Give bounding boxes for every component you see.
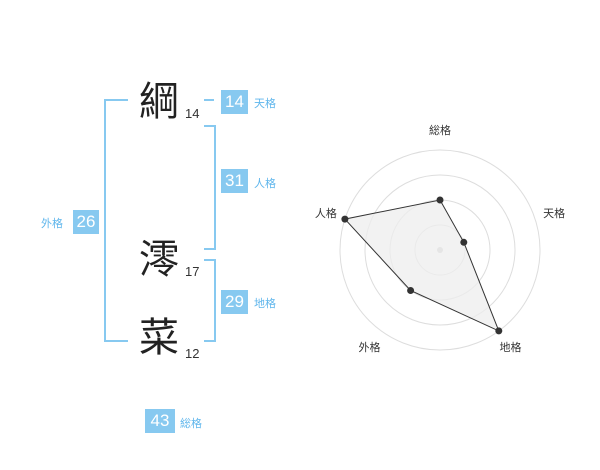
radar-point-4 bbox=[407, 287, 415, 294]
chikaku-label: 地格 bbox=[254, 297, 276, 310]
radar-axis-label: 天格 bbox=[543, 206, 565, 220]
radar-grid-ring bbox=[364, 174, 516, 326]
tenkaku-value: 14 bbox=[221, 90, 248, 114]
chikaku-value: 29 bbox=[221, 290, 248, 314]
name-char-2: 澪 bbox=[139, 237, 179, 283]
jinkaku-value: 31 bbox=[221, 169, 248, 193]
name-char-3: 菜 bbox=[139, 315, 179, 361]
gaikaku-label: 外格 bbox=[41, 217, 63, 230]
radar-point-5 bbox=[341, 215, 349, 223]
name-char-1-strokes: 14 bbox=[185, 106, 200, 121]
gaikaku-bracket bbox=[104, 99, 128, 342]
radar-point-1 bbox=[436, 196, 444, 204]
radar-point-3 bbox=[495, 327, 503, 335]
chikaku-bracket bbox=[204, 259, 216, 342]
radar-axis-label: 外格 bbox=[359, 340, 381, 354]
name-char-1: 綱 bbox=[139, 79, 179, 125]
radar-axis-label: 地格 bbox=[500, 340, 522, 354]
name-char-2-strokes: 17 bbox=[185, 264, 200, 279]
radar-point-2 bbox=[460, 238, 468, 246]
tenkaku-label: 天格 bbox=[254, 97, 276, 110]
radar-value-polygon bbox=[343, 199, 500, 332]
jinkaku-bracket bbox=[204, 125, 216, 250]
soukaku-label: 総格 bbox=[180, 417, 202, 430]
soukaku-value: 43 bbox=[145, 409, 175, 433]
name-char-3-strokes: 12 bbox=[185, 346, 200, 361]
radar-axis-label: 総格 bbox=[429, 123, 451, 137]
radar-axis-label: 人格 bbox=[315, 206, 337, 220]
gaikaku-value: 26 bbox=[73, 210, 99, 234]
jinkaku-label: 人格 bbox=[254, 177, 276, 190]
radar-grid-ring bbox=[339, 149, 541, 351]
tenkaku-bracket bbox=[204, 99, 214, 101]
